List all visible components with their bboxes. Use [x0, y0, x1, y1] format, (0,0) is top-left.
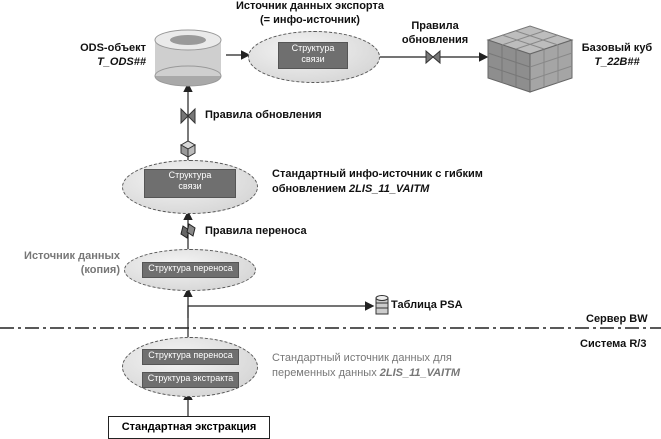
export-source-box[interactable]: Структура связи [278, 42, 348, 69]
cube-label: Базовый куб [581, 42, 653, 54]
top-rules-line1: Правила [411, 20, 459, 32]
export-source-box-line1: Структура [291, 43, 335, 53]
export-source-subtitle: (= инфо-источник) [260, 14, 360, 26]
r3-datasource-desc-line2: переменных данных 2LIS_11_VAITM [272, 367, 460, 379]
standard-extraction-box[interactable]: Стандартная экстракция [108, 416, 270, 439]
r3-extract-structure-box[interactable]: Структура экстракта [142, 372, 239, 388]
transfer-rules-label: Правила переноса [205, 225, 307, 237]
infosource-box[interactable]: Структура связи [144, 169, 236, 198]
infosource-desc-prefix: обновлением [272, 183, 346, 195]
transfer-rules-icon [180, 223, 196, 239]
top-rules-line2: обновления [401, 34, 469, 46]
infosource-box-line1: Структура [168, 170, 212, 180]
base-cube-icon [486, 25, 574, 93]
datasource-copy-line2: (копия) [80, 264, 120, 276]
export-source-title: Источник данных экспорта [235, 0, 385, 12]
psa-table-icon [375, 295, 389, 315]
infosource-desc-line2: обновлением 2LIS_11_VAITM [272, 183, 429, 195]
r3-system-label: Система R/3 [580, 338, 647, 350]
r3-transfer-structure-box[interactable]: Структура переноса [142, 349, 239, 365]
r3-datasource-desc-prefix: переменных данных [272, 367, 377, 379]
top-rules-icon [425, 49, 441, 65]
r3-datasource-desc-id: 2LIS_11_VAITM [379, 367, 461, 379]
infosource-box-line2: связи [178, 181, 202, 191]
update-rules-label: Правила обновления [205, 109, 322, 121]
ods-id: T_ODS## [97, 56, 146, 68]
infosource-desc-id: 2LIS_11_VAITM [349, 183, 430, 195]
datasource-copy-line1: Источник данных [24, 250, 120, 262]
export-source-box-line2: связи [301, 54, 325, 64]
infosource-desc-line1: Стандартный инфо-источник с гибким [272, 168, 483, 180]
bw-server-label: Сервер BW [586, 313, 648, 325]
r3-datasource-ellipse[interactable] [122, 337, 258, 397]
r3-datasource-desc-line1: Стандартный источник данных для [272, 352, 452, 364]
ods-cylinder-icon [154, 29, 222, 87]
update-rules-icon [180, 107, 196, 125]
ods-label: ODS-объект [80, 42, 146, 54]
arrow-to-psa [187, 301, 375, 318]
datasource-copy-box[interactable]: Структура переноса [142, 262, 239, 278]
psa-label: Таблица PSA [391, 299, 463, 311]
infosource-icon [179, 140, 197, 158]
cube-id: T_22B## [594, 56, 640, 68]
